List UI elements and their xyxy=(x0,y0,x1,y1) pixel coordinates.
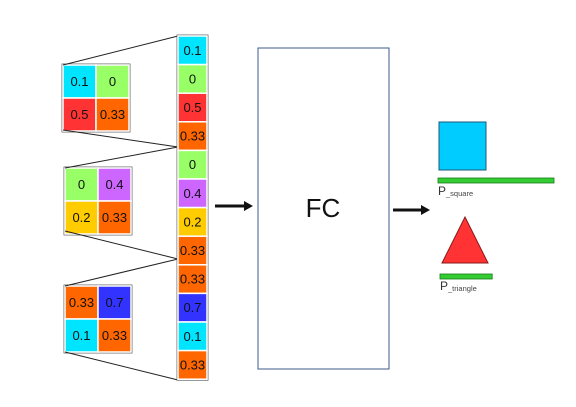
grid-cell-fill xyxy=(64,200,99,235)
grid-cell-value: 0.33 xyxy=(100,107,125,122)
grid-cell-fill xyxy=(97,167,132,202)
grid-cell: 0.33 xyxy=(64,285,99,320)
grid-cell-fill xyxy=(64,318,99,353)
grid-cell-fill xyxy=(97,318,132,353)
vector-cell: 0.1 xyxy=(177,35,208,66)
grid-cell-value: 0.2 xyxy=(72,210,90,225)
vector-cell-fill xyxy=(177,264,208,295)
grid-cell: 0.33 xyxy=(97,318,132,353)
connector-line xyxy=(62,35,179,66)
vector-cell-fill xyxy=(177,321,208,352)
grid-cell: 0 xyxy=(95,64,130,99)
grid-cell-fill xyxy=(97,200,132,235)
grid-cell-value: 0 xyxy=(78,177,85,192)
vector-cell-value: 0 xyxy=(189,71,196,86)
grid-cell-value: 0.7 xyxy=(105,295,123,310)
vector-cell-value: 0.2 xyxy=(183,214,201,229)
vector-cell: 0.5 xyxy=(177,92,208,123)
square-probability-label: P_square xyxy=(438,184,473,198)
grid-cell-value: 0.33 xyxy=(102,210,127,225)
pooled-grid-2: 0 0.4 0.2 0.33 xyxy=(63,166,133,236)
vector-cell: 0.4 xyxy=(177,178,208,209)
vector-cell-value: 0.33 xyxy=(180,272,205,287)
pooled-grid-3: 0.33 0.7 0.1 0.33 xyxy=(63,284,133,354)
pooled-grid-1: 0.1 0 0.5 0.33 xyxy=(61,63,131,133)
vector-cell-value: 0.4 xyxy=(183,186,201,201)
square-probability-bar xyxy=(437,177,555,184)
grid-cell-value: 0.4 xyxy=(105,177,123,192)
connector-line xyxy=(62,129,179,148)
fc-layer-box xyxy=(257,47,390,370)
vector-cell-fill xyxy=(177,178,208,209)
vector-cell: 0.7 xyxy=(177,292,208,323)
grid-cell: 0.4 xyxy=(97,167,132,202)
grid-cell: 0.33 xyxy=(95,97,130,132)
grid-cell: 0.2 xyxy=(64,200,99,235)
connector-line xyxy=(64,230,179,260)
square-shape-icon xyxy=(438,121,487,171)
vector-cell-value: 0.33 xyxy=(180,129,205,144)
triangle-probability-bar xyxy=(439,273,493,280)
grid-cell-value: 0.1 xyxy=(70,74,88,89)
vector-cell-fill xyxy=(177,149,208,180)
vector-cell-value: 0.1 xyxy=(183,43,201,58)
grid-cell: 0.33 xyxy=(97,200,132,235)
flatten-connector-lines xyxy=(62,35,179,381)
vector-cell-fill xyxy=(177,35,208,66)
vector-cell: 0.33 xyxy=(177,349,208,380)
vector-cell: 0.2 xyxy=(177,206,208,237)
grid-cell-value: 0 xyxy=(109,74,116,89)
vector-cell-value: 0 xyxy=(189,157,196,172)
grid-cell-fill xyxy=(95,97,130,132)
vector-cell-value: 0.7 xyxy=(183,300,201,315)
vector-cell-value: 0.5 xyxy=(183,100,201,115)
flattened-vector: 0.1 0 0.5 0.33 0 0.4 0.2 0.33 0.33 0.7 0.1 0.33 xyxy=(176,34,209,381)
grid-cell: 0.1 xyxy=(64,318,99,353)
vector-cell-fill xyxy=(177,235,208,266)
connector-line xyxy=(64,351,179,381)
grid-cell-value: 0.33 xyxy=(102,328,127,343)
grid-cell-value: 0.33 xyxy=(69,295,94,310)
vector-cell-fill xyxy=(177,349,208,380)
vector-cell: 0.33 xyxy=(177,121,208,152)
arrow-to-fc xyxy=(215,201,253,211)
fc-layer-label: FC xyxy=(306,193,341,223)
vector-cell-fill xyxy=(177,121,208,152)
connector-line xyxy=(64,258,179,287)
grid-cell: 0.5 xyxy=(62,97,97,132)
vector-cell: 0.33 xyxy=(177,264,208,295)
vector-cell: 0 xyxy=(177,149,208,180)
vector-cell-value: 0.33 xyxy=(180,357,205,372)
grid-cell: 0.1 xyxy=(62,64,97,99)
vector-cell: 0.1 xyxy=(177,321,208,352)
arrow-to-outputs xyxy=(393,205,430,215)
grid-cell: 0.7 xyxy=(97,285,132,320)
vector-cell-value: 0.33 xyxy=(180,243,205,258)
vector-cell-fill xyxy=(177,206,208,237)
triangle-shape-icon xyxy=(441,215,489,264)
grid-cell-fill xyxy=(64,285,99,320)
connector-line xyxy=(64,146,179,169)
vector-cell-value: 0.1 xyxy=(183,329,201,344)
grid-cell: 0 xyxy=(64,167,99,202)
grid-cell-value: 0.1 xyxy=(72,328,90,343)
grid-cell-value: 0.5 xyxy=(70,107,88,122)
vector-cell: 0 xyxy=(177,63,208,94)
triangle-probability-label: P_triangle xyxy=(440,279,477,293)
vector-cell: 0.33 xyxy=(177,235,208,266)
